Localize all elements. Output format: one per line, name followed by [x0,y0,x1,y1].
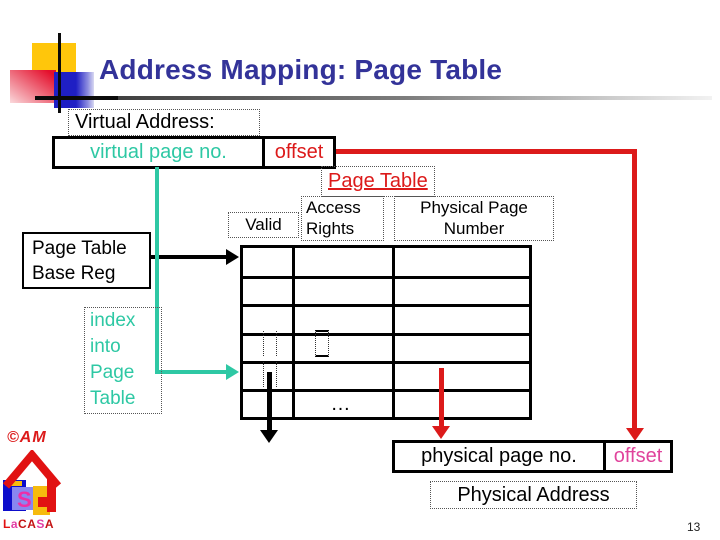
lacasa-span-1: L [3,517,11,531]
ppn-output-arrowhead-icon [432,426,450,439]
index-label-line1: index [90,310,136,331]
index-into-page-table-label: index into Page Table [84,307,162,414]
slide-title: Address Mapping: Page Table [99,54,503,85]
physical-address-box: physical page no. offset [392,440,673,473]
offset-connector-line-horizontal [336,149,637,154]
access-rights-line2: Rights [306,219,355,238]
row-divider-3 [243,333,529,336]
access-rights-column-header: Access Rights [301,196,384,241]
index-label-line2: into [90,336,121,357]
index-line-vertical [155,167,159,374]
virtual-address-label: Virtual Address: [68,109,260,136]
physical-offset-field: offset [603,443,670,470]
lacasa-logo-text: LaCASA [3,517,54,531]
offset-arrowhead-icon [626,428,644,441]
index-arrowhead-icon [226,364,239,380]
row-divider-2 [243,304,529,307]
physical-page-number-column-header: Physical Page Number [394,196,554,241]
index-label-line3: Page [90,362,135,383]
decoration-horizontal-line [35,96,118,100]
base-reg-line1: Page Table [32,238,127,259]
svg-text:S: S [17,487,32,512]
base-reg-arrow-line [149,255,227,259]
physical-page-no-field: physical page no. [421,445,577,467]
access-rights-line1: Access [306,198,361,217]
ppn-line2: Number [443,219,505,238]
index-line-horizontal [155,370,228,374]
cell-selection-mark-valid-row4 [263,331,277,356]
page-table-base-reg-box: Page Table Base Reg [22,232,151,289]
base-reg-line2: Base Reg [32,263,116,284]
row-divider-4 [243,361,529,364]
page-table-label: Page Table [321,166,435,197]
table-exit-line-black [267,372,272,432]
decoration-vertical-line [58,33,61,113]
lacasa-span-3: CA [18,517,37,531]
copyright-text: ©AM [7,429,47,446]
index-label-line4: Table [90,388,136,409]
table-ellipsis: … [330,393,354,415]
lacasa-span-4: S [36,517,45,531]
table-exit-arrowhead-black-icon [260,430,278,443]
virtual-page-no-field: virtual page no. [90,141,227,163]
lacasa-span-2: a [10,517,19,531]
ppn-line1: Physical Page [420,198,528,217]
column-divider-valid-access [292,248,295,417]
base-reg-arrowhead-icon [226,249,239,265]
page-number: 13 [687,520,701,534]
lacasa-house-logo: S [2,450,62,515]
title-divider-bar [35,96,712,100]
page-table-grid [240,245,532,420]
lacasa-span-5: A [44,517,55,531]
virtual-address-box: virtual page no. offset [52,136,336,169]
physical-address-label: Physical Address [430,481,637,509]
cell-selection-mark-valid-row5 [263,362,277,387]
valid-column-header: Valid [228,212,299,238]
offset-connector-line-vertical [632,149,637,430]
row-divider-1 [243,276,529,279]
ppn-output-line [439,368,444,428]
virtual-offset-field: offset [262,139,333,166]
cell-selection-mark-access-row4 [315,330,329,357]
row-divider-5 [243,389,529,392]
column-divider-access-ppn [392,248,395,417]
